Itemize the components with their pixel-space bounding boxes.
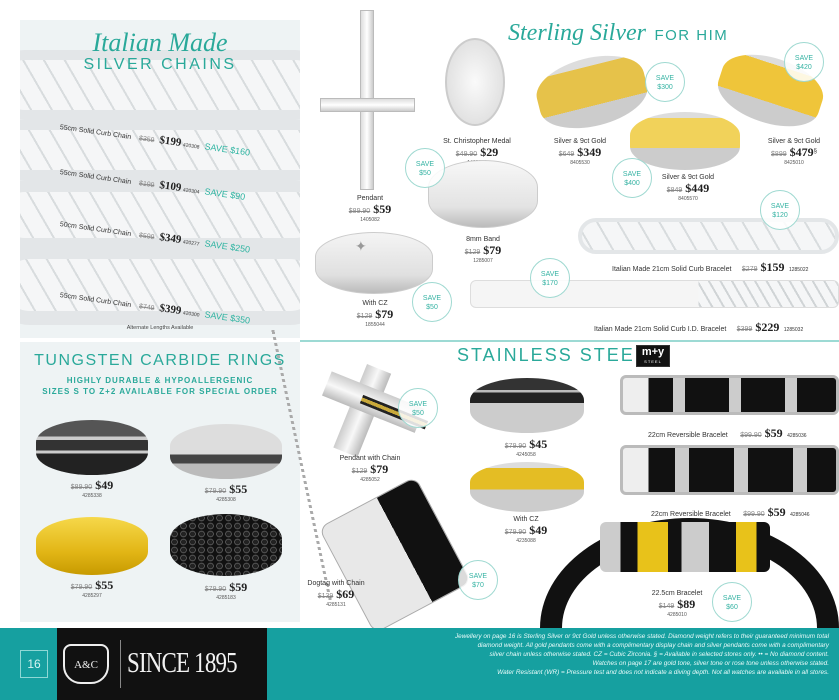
product-cz-ring[interactable]: With CZ $129$79 1855044	[356, 300, 394, 328]
product-cz-gold-ring[interactable]: With CZ $79.90$49 4235088	[504, 516, 548, 544]
tungsten-ring-4[interactable]: $79.90$59 4285183	[204, 580, 248, 601]
tungsten-panel: TUNGSTEN CARBIDE RINGS HIGHLY DURABLE & …	[20, 342, 300, 622]
my-steel-badge: m+y STEEL	[636, 345, 670, 367]
chains-title-script: Italian Made	[92, 28, 228, 57]
product-gold-band-ring[interactable]: Silver & 9ct Gold $899$479§ 8425010	[767, 138, 821, 166]
save-badge-60: SAVE$60	[712, 582, 752, 622]
brand-logo: A&C SINCE 1895	[57, 628, 267, 700]
save-badge-70: SAVE$70	[458, 560, 498, 600]
footer-bar: 16 A&C SINCE 1895 Jewellery on page 16 i…	[0, 628, 839, 700]
textured-gold-ring-image	[630, 112, 740, 170]
reversible-bracelet-black-image	[620, 445, 839, 495]
italian-chains-panel: Italian Made SILVER CHAINS 55cm Solid Cu…	[20, 20, 300, 338]
tungsten-ring-2[interactable]: $79.90$55 4285308	[204, 482, 248, 503]
tungsten-ring-1[interactable]: $89.90$49 4285338	[70, 478, 114, 499]
chain-image-2	[20, 120, 300, 180]
save-badge-50-cross: SAVE$50	[398, 388, 438, 428]
product-reversible-bracelet-1[interactable]: 22cm Reversible Bracelet $99.90$59 42850…	[648, 426, 807, 440]
ring-black-honeycomb-image	[170, 514, 282, 576]
chain-image-1	[20, 50, 300, 120]
product-pendant[interactable]: Pendant $89.90$59 1405082	[348, 195, 392, 223]
id-bracelet-image	[470, 280, 839, 308]
save-badge-420: SAVE$420	[784, 42, 824, 82]
chains-title-caps: SILVER CHAINS	[83, 56, 237, 73]
save-badge-170: SAVE$170	[530, 258, 570, 298]
page-number: 16	[20, 650, 48, 678]
8mm-band-image	[428, 160, 538, 228]
product-textured-ring[interactable]: Silver & 9ct Gold $849$449 8405570	[661, 174, 715, 202]
sterling-title: Sterling Silver FOR HIM	[508, 20, 728, 47]
logo-divider	[120, 640, 121, 688]
product-8mm-band[interactable]: 8mm Band $129$79 1285007	[464, 236, 502, 264]
chain-image-4	[20, 245, 300, 325]
sterling-title-caps: FOR HIM	[654, 27, 729, 44]
steel-striped-ring-image	[470, 378, 584, 433]
cross-pendant-image	[320, 10, 415, 190]
ring-black-striped-image	[36, 420, 148, 475]
cord-bracelet-beads	[600, 522, 770, 572]
product-greek-key-ring[interactable]: Silver & 9ct Gold $649$349 8405530	[553, 138, 607, 166]
curb-bracelet-image	[578, 218, 839, 254]
reversible-bracelet-gold-image	[620, 375, 839, 415]
product-cross-pendant[interactable]: Pendant with Chain $129$79 4285052	[339, 455, 401, 483]
chains-note: Alternate Lengths Available	[126, 325, 194, 331]
tungsten-ring-3[interactable]: $79.90$55 4285297	[70, 578, 114, 599]
product-striped-ring[interactable]: $79.90$45 4245058	[504, 437, 548, 458]
ring-grey-brushed-image	[170, 424, 282, 479]
tungsten-subtitle-1: HIGHLY DURABLE & HYPOALLERGENIC	[66, 376, 254, 385]
crest-icon: A&C	[63, 644, 109, 684]
section-divider	[300, 340, 839, 342]
tungsten-title: TUNGSTEN CARBIDE RINGS	[34, 352, 286, 369]
product-id-bracelet[interactable]: Italian Made 21cm Solid Curb I.D. Bracel…	[594, 320, 804, 334]
ring-gold-tone-image	[36, 517, 148, 575]
cz-star-icon: ✦	[355, 238, 367, 254]
since-1895-text: SINCE 1895	[127, 648, 238, 679]
disclaimer: Jewellery on page 16 is Sterling Silver …	[454, 633, 829, 676]
sterling-title-script: Sterling Silver	[508, 20, 646, 46]
save-badge-50-band: SAVE$50	[405, 148, 445, 188]
product-reversible-bracelet-2[interactable]: 22cm Reversible Bracelet $99.90$59 42850…	[651, 505, 810, 519]
save-badge-50-cz: SAVE$50	[412, 282, 452, 322]
st-christopher-medal-image	[445, 38, 505, 126]
save-badge-400: SAVE$400	[612, 158, 652, 198]
save-badge-300: SAVE$300	[645, 62, 685, 102]
product-cord-bracelet[interactable]: 22.5cm Bracelet $149$89 4285010	[651, 590, 703, 618]
tungsten-subtitle-2: SIZES S TO Z+2 AVAILABLE FOR SPECIAL ORD…	[42, 387, 278, 396]
product-curb-bracelet[interactable]: Italian Made 21cm Solid Curb Bracelet $2…	[612, 260, 809, 274]
product-dogtag[interactable]: Dogtag with Chain $139$69 4285131	[307, 580, 365, 608]
steel-cz-gold-ring-image	[470, 462, 584, 512]
save-badge-120: SAVE$120	[760, 190, 800, 230]
stainless-title: STAINLESS STEEL	[457, 345, 647, 365]
cz-signet-ring-image	[315, 232, 433, 294]
